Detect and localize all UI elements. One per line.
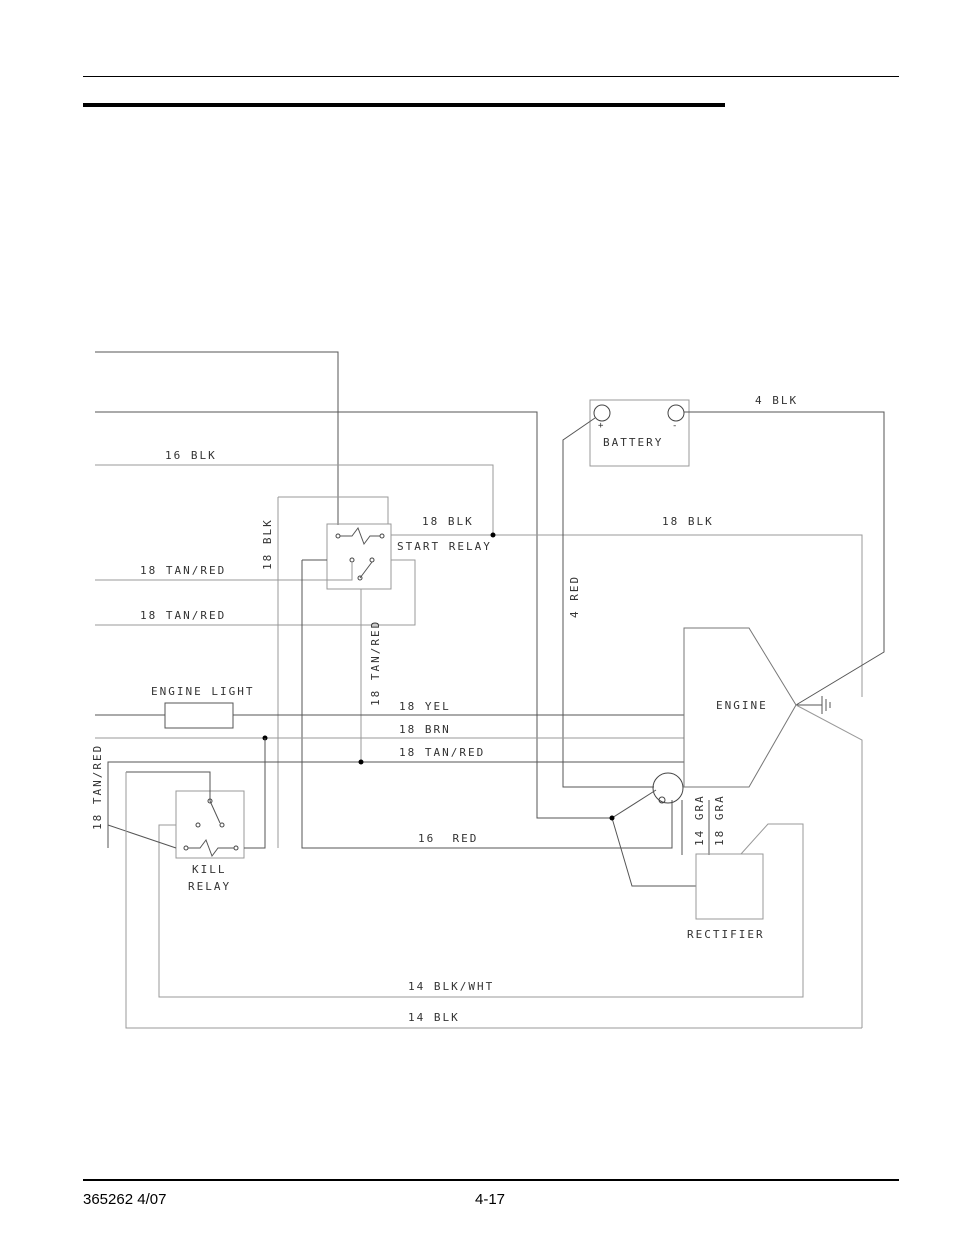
label-rectifier: RECTIFIER xyxy=(687,928,765,941)
wire-16red-path xyxy=(301,560,673,849)
label-18yel: 18 YEL xyxy=(399,700,451,713)
battery-negative-terminal xyxy=(667,404,685,422)
engine-outline xyxy=(683,627,797,788)
label-18blk-start: 18 BLK xyxy=(422,515,474,528)
relay-contact xyxy=(379,533,385,539)
label-battery-minus: - xyxy=(672,421,679,431)
label-18gra: 18 GRA xyxy=(713,794,726,846)
label-tanred-left: 18 TAN/RED xyxy=(91,744,104,830)
footer-doc-number: 365262 4/07 xyxy=(83,1191,167,1208)
wire-14blk xyxy=(125,772,862,1029)
label-18tanred-3: 18 TAN/RED xyxy=(399,746,485,759)
relay-contact xyxy=(183,845,189,851)
start-relay-enclosure xyxy=(302,496,389,524)
battery-positive-terminal xyxy=(593,404,611,422)
wire-stator-1 xyxy=(611,789,696,887)
wire-kill-relay-top xyxy=(126,771,211,801)
wire-ground-right xyxy=(795,704,863,1028)
battery-box xyxy=(589,399,690,467)
label-18blk-vertical: 18 BLK xyxy=(261,518,274,570)
label-start-relay: START RELAY xyxy=(397,540,492,553)
kill-relay-coil xyxy=(188,838,234,858)
header-rule-thick xyxy=(83,103,725,107)
label-engine-light: ENGINE LIGHT xyxy=(151,685,254,698)
junction-dot xyxy=(358,759,364,765)
label-tanred-1: 18 TAN/RED xyxy=(140,564,226,577)
wire-16blk xyxy=(95,464,494,535)
wire-tanred-1 xyxy=(95,562,353,581)
label-18brn: 18 BRN xyxy=(399,723,451,736)
start-relay-coil xyxy=(340,526,380,546)
label-16blk: 16 BLK xyxy=(165,449,217,462)
relay-contact xyxy=(357,575,363,581)
footer-rule xyxy=(83,1179,899,1181)
label-18blk-right: 18 BLK xyxy=(662,515,714,528)
relay-contact xyxy=(219,822,225,828)
label-battery: BATTERY xyxy=(603,436,663,449)
start-relay-switch xyxy=(359,561,373,579)
wire-top-1 xyxy=(95,351,339,525)
label-4red: 4 RED xyxy=(568,575,581,618)
wire-tanred-2 xyxy=(95,559,416,626)
label-tanred-vertical: 18 TAN/RED xyxy=(369,620,382,706)
wire-top-2 xyxy=(95,411,612,819)
junction-dot xyxy=(609,815,615,821)
stator-terminal xyxy=(658,796,666,804)
engine-light-box xyxy=(164,702,234,729)
relay-contact xyxy=(233,845,239,851)
wire-kill-relay-left xyxy=(107,824,177,849)
label-tanred-2: 18 TAN/RED xyxy=(140,609,226,622)
relay-contact xyxy=(349,557,355,563)
relay-contact xyxy=(195,822,201,828)
label-14gra: 14 GRA xyxy=(693,794,706,846)
rectifier-box xyxy=(695,853,764,920)
relay-contact xyxy=(335,533,341,539)
label-4blk: 4 BLK xyxy=(755,394,798,407)
label-16red: 16 RED xyxy=(418,832,478,845)
wire-18blk-start xyxy=(391,534,863,697)
label-kill: KILL xyxy=(192,863,227,876)
wire-4red xyxy=(562,417,654,788)
footer-page-number: 4-17 xyxy=(475,1191,506,1208)
label-battery-plus: + xyxy=(598,421,605,431)
wire-kill-relay-brn xyxy=(244,738,266,849)
wire-18tanred-3 xyxy=(107,761,684,848)
stator-coil xyxy=(652,772,684,804)
label-14blkwht: 14 BLK/WHT xyxy=(408,980,494,993)
start-relay-box xyxy=(326,523,392,590)
junction-dot xyxy=(490,532,496,538)
label-engine: ENGINE xyxy=(716,699,768,712)
label-14blk: 14 BLK xyxy=(408,1011,460,1024)
wire-rectifier-out xyxy=(158,823,804,998)
kill-relay-switch xyxy=(209,800,221,824)
header-rule-thin xyxy=(83,76,899,77)
wire-4blk xyxy=(684,411,885,706)
label-relay: RELAY xyxy=(188,880,231,893)
relay-contact xyxy=(369,557,375,563)
